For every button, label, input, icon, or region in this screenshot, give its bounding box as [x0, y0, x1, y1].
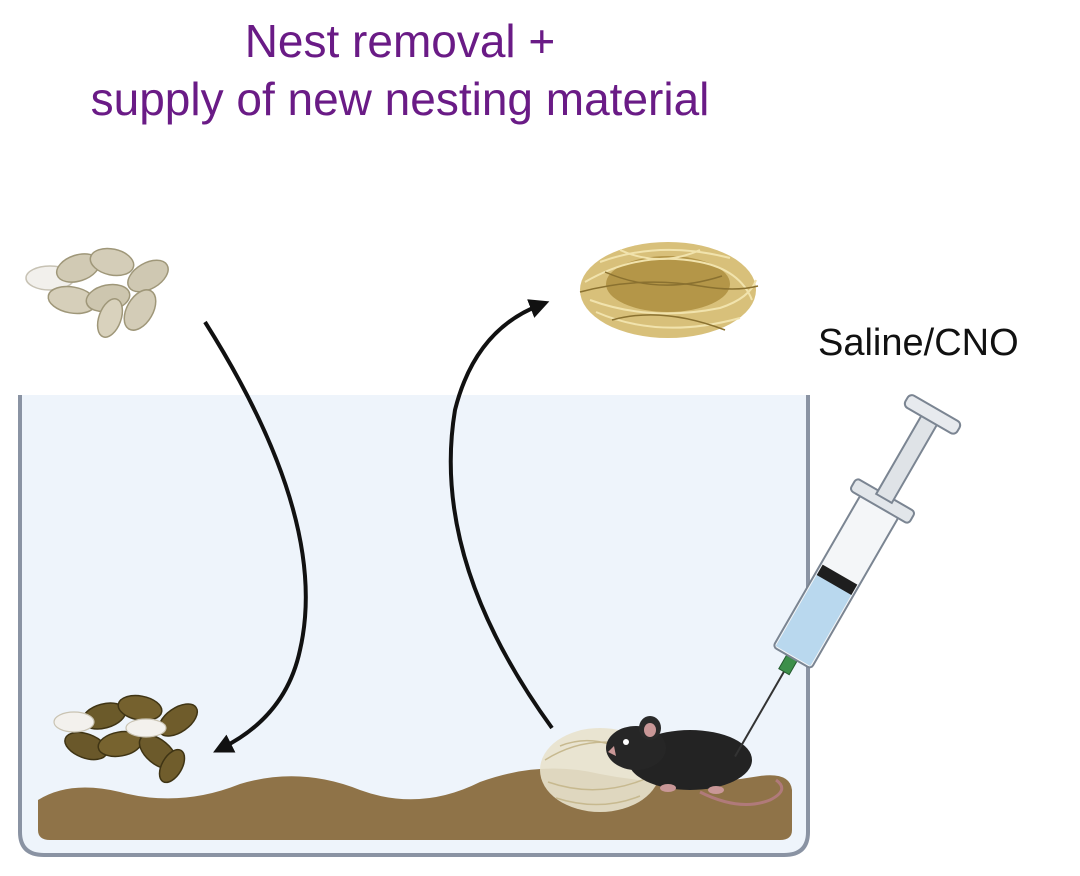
- food-pellets-clean-icon: [25, 247, 169, 338]
- title-line-2: supply of new nesting material: [90, 73, 710, 125]
- arrow-up-icon: [448, 299, 554, 730]
- title-line-1: Nest removal +: [244, 15, 556, 67]
- diagram-title: Nest removal + supply of new nesting mat…: [0, 12, 800, 128]
- syringe-icon: [734, 394, 962, 758]
- nest-new-icon: [579, 242, 759, 338]
- arrow-down-icon: [203, 320, 308, 753]
- injection-label: Saline/CNO: [818, 322, 1019, 364]
- mouse-icon: [606, 716, 784, 806]
- food-pellets-soiled-icon: [53, 694, 199, 784]
